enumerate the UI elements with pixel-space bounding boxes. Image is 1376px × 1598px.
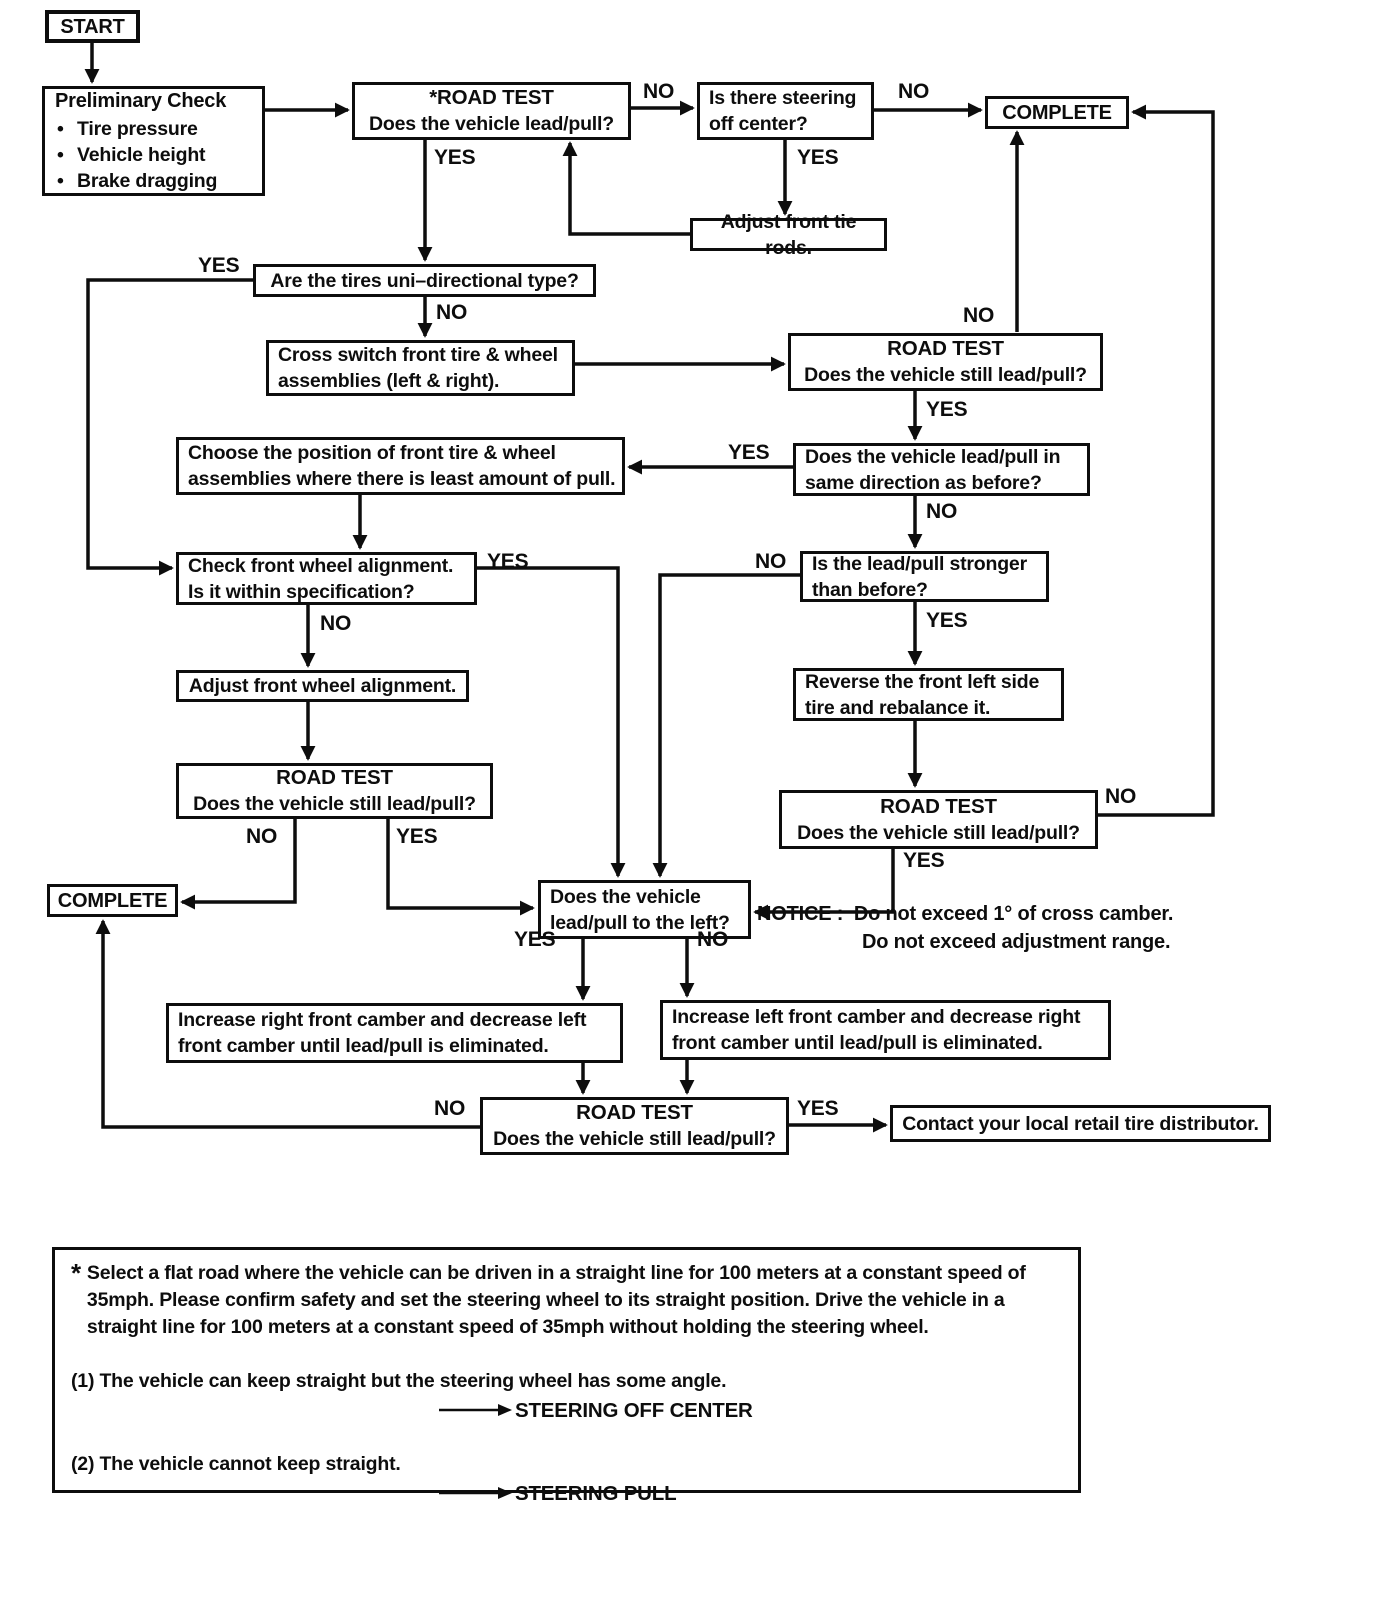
footnote-paragraph: * Select a flat road where the vehicle c… xyxy=(71,1260,1062,1341)
edge-label-no: NO xyxy=(436,301,468,324)
edge-label-yes: YES xyxy=(903,849,945,872)
node-cross-switch: Cross switch front tire & wheel assembli… xyxy=(266,340,575,396)
edge-tierods-roadtest1 xyxy=(562,141,690,236)
edge-label-yes: YES xyxy=(434,146,476,169)
node-reverse-front-left-tire: Reverse the front left side tire and reb… xyxy=(793,668,1064,721)
preliminary-check-title: Preliminary Check xyxy=(55,90,227,112)
edge-label-no: NO xyxy=(898,80,930,103)
edge-label-yes: YES xyxy=(728,441,770,464)
edge-label-no: NO xyxy=(434,1097,466,1120)
edge-label-no: NO xyxy=(963,304,995,327)
right-arrow-icon xyxy=(439,1480,513,1507)
edge-label-yes: YES xyxy=(926,609,968,632)
footnote-box: * Select a flat road where the vehicle c… xyxy=(52,1247,1081,1505)
edge-label-no: NO xyxy=(320,612,352,635)
edge-label-no: NO xyxy=(643,80,675,103)
node-adjust-tie-rods: Adjust front tie rods. xyxy=(690,211,887,259)
edge-label-yes: YES xyxy=(797,1097,839,1120)
node-contact-distributor: Contact your local retail tire distribut… xyxy=(890,1105,1271,1142)
node-road-test-2: ROAD TEST Does the vehicle still lead/pu… xyxy=(788,333,1103,391)
road-test-1-title: *ROAD TEST xyxy=(429,86,554,109)
notice-line-1: NOTICE : Do not exceed 1° of cross cambe… xyxy=(757,903,1174,925)
footnote-result-1: STEERING OFF CENTER xyxy=(439,1397,1062,1424)
edge-tires-checkalign-yes xyxy=(86,278,253,576)
edge-label-yes: YES xyxy=(396,825,438,848)
footnote-case-2: (2) The vehicle cannot keep straight. xyxy=(71,1453,401,1475)
edge-roadtest4-complete-no xyxy=(1098,104,1215,817)
node-preliminary-check: Preliminary Check Tire pressure Vehicle … xyxy=(42,86,265,196)
road-test-1-question: Does the vehicle lead/pull? xyxy=(369,113,614,135)
footnote-result-2: STEERING PULL xyxy=(439,1480,1062,1507)
node-road-test-3: ROAD TEST Does the vehicle still lead/pu… xyxy=(176,763,493,819)
preliminary-check-item: Tire pressure xyxy=(57,116,198,142)
edge-label-yes: YES xyxy=(514,928,556,951)
road-test-5-title: ROAD TEST xyxy=(576,1101,693,1124)
edge-label-yes: YES xyxy=(797,146,839,169)
node-road-test-1: *ROAD TEST Does the vehicle lead/pull? xyxy=(352,82,631,140)
edge-label-no: NO xyxy=(246,825,278,848)
node-camber-right-branch: Increase left front camber and decrease … xyxy=(660,1000,1111,1060)
edge-checkalign-leadleft-yes xyxy=(477,566,626,878)
edge-label-yes: YES xyxy=(487,550,529,573)
node-stronger-than-before: Is the lead/pull stronger than before? xyxy=(800,551,1049,602)
road-test-3-question: Does the vehicle still lead/pull? xyxy=(193,793,476,815)
edge-roadtest3-complete-no xyxy=(180,819,297,910)
notice-label: NOTICE : xyxy=(757,903,844,925)
edge-stronger-leadleft-no xyxy=(652,573,800,878)
node-same-direction: Does the vehicle lead/pull in same direc… xyxy=(793,443,1090,496)
node-lead-pull-left: Does the vehicle lead/pull to the left? xyxy=(538,880,751,939)
road-test-4-question: Does the vehicle still lead/pull? xyxy=(797,821,1080,844)
node-camber-left-branch: Increase right front camber and decrease… xyxy=(166,1003,623,1063)
edge-label-yes: YES xyxy=(198,254,240,277)
footnote-case-1: (1) The vehicle can keep straight but th… xyxy=(71,1370,727,1392)
asterisk-icon: * xyxy=(71,1258,81,1288)
road-test-2-question: Does the vehicle still lead/pull? xyxy=(804,364,1087,386)
edge-label-no: NO xyxy=(755,550,787,573)
node-road-test-4: ROAD TEST Does the vehicle still lead/pu… xyxy=(779,790,1098,849)
edge-label-no: NO xyxy=(926,500,958,523)
node-steering-off-center: Is there steering off center? xyxy=(697,82,874,140)
edge-roadtest3-leadleft-yes xyxy=(386,819,535,916)
preliminary-check-item: Vehicle height xyxy=(57,142,206,168)
road-test-5-question: Does the vehicle still lead/pull? xyxy=(493,1128,776,1150)
road-test-4-title: ROAD TEST xyxy=(880,794,997,818)
node-choose-position: Choose the position of front tire & whee… xyxy=(176,437,625,495)
edge-label-yes: YES xyxy=(926,398,968,421)
node-adjust-alignment: Adjust front wheel alignment. xyxy=(176,670,469,702)
edge-roadtest5-complete-no xyxy=(95,919,480,1129)
edge-roadtest4-leadleft-yes xyxy=(753,849,895,920)
node-road-test-5: ROAD TEST Does the vehicle still lead/pu… xyxy=(480,1097,789,1155)
preliminary-check-item: Brake dragging xyxy=(57,168,217,194)
node-start: START xyxy=(45,10,140,43)
edge-label-no: NO xyxy=(1105,785,1137,808)
node-complete-top: COMPLETE xyxy=(985,96,1129,129)
road-test-2-title: ROAD TEST xyxy=(887,337,1004,360)
node-check-alignment: Check front wheel alignment. Is it withi… xyxy=(176,552,477,605)
node-complete-left: COMPLETE xyxy=(47,884,178,917)
road-test-3-title: ROAD TEST xyxy=(276,766,393,789)
right-arrow-icon xyxy=(439,1397,513,1424)
notice-line-2: Do not exceed adjustment range. xyxy=(862,931,1171,953)
edge-label-no: NO xyxy=(697,928,729,951)
node-tires-unidirectional: Are the tires uni–directional type? xyxy=(253,264,596,297)
